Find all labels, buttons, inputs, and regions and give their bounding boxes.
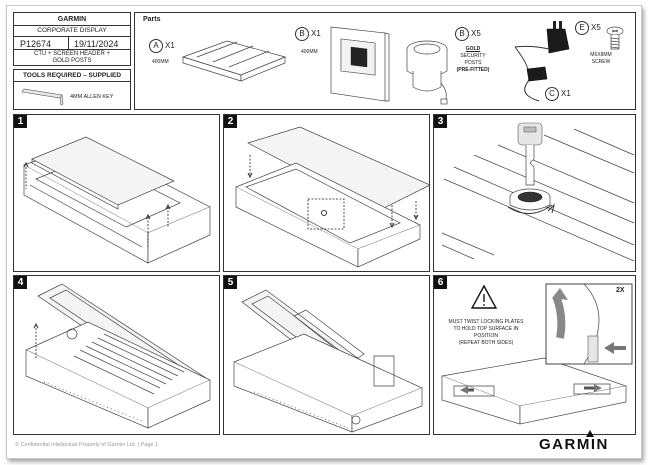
step-2-panel: 2 [223, 114, 431, 272]
step-number: 3 [434, 115, 447, 128]
step-6-note-line-4: (REPEAT BOTH SIDES) [458, 340, 514, 346]
part-number: P12674 [20, 39, 52, 49]
screw-label: SCREW [591, 59, 611, 65]
instruction-sheet: GARMIN CORPORATE DISPLAY P12674 19/11/20… [6, 5, 642, 459]
project-name: CORPORATE DISPLAY [37, 27, 107, 34]
step-number: 1 [14, 115, 27, 128]
step-1-panel: 1 [13, 114, 220, 272]
part-letter-b-posts: B [455, 27, 469, 41]
part-b-screen-qty: X1 [311, 29, 321, 38]
part-a-qty: X1 [165, 41, 175, 50]
parts-block: Parts A X1 400MM [134, 12, 636, 110]
part-letter-c: C [545, 87, 559, 101]
step-5-illustration [233, 289, 423, 433]
part-c-qty: X1 [561, 89, 571, 98]
part-letter-a: A [149, 39, 163, 53]
step-6-panel: 6 MUST TWIST LOCKING PLATES TO HOLD TOP … [433, 275, 636, 435]
footer-logo: GARMIN [539, 436, 609, 453]
step-number: 5 [224, 276, 237, 289]
step-number: 2 [224, 115, 237, 128]
tools-heading: TOOLS REQUIRED – SUPPLIED [22, 72, 122, 79]
prefitted-label: (PRE-FITTED) [456, 67, 490, 73]
step-6-note-line-2: TO HOLD TOP SURFACE IN [453, 326, 519, 332]
step-4-panel: 4 [13, 275, 220, 435]
security-label: SECURITY [460, 53, 486, 59]
tools-block: TOOLS REQUIRED – SUPPLIED 4MM ALLEN KEY [13, 69, 131, 110]
part-b-posts-qty: X5 [471, 29, 481, 38]
step-5-panel: 5 [223, 275, 430, 435]
gold-label: GOLD [465, 46, 481, 52]
step-2-illustration [235, 126, 431, 268]
confidential-notice: © Confidential Intellectual Property of … [15, 442, 159, 448]
step-3-illustration [441, 122, 635, 262]
parts-heading: Parts [143, 16, 161, 23]
part-letter-b-screen: B [295, 27, 309, 41]
description-line-2: GOLD POSTS [52, 58, 92, 64]
part-letter-e: E [575, 21, 589, 35]
step-4-illustration [25, 283, 211, 429]
allen-key-icon [21, 88, 64, 106]
title-block: GARMIN CORPORATE DISPLAY P12674 19/11/20… [13, 12, 131, 66]
tool-item: 4MM ALLEN KEY [70, 94, 114, 100]
parts-illustrations [181, 21, 624, 105]
brand-name: GARMIN [57, 16, 87, 23]
screw-size: M6X8MM [590, 52, 612, 58]
step-3-panel: 3 [433, 114, 636, 272]
step-number: 4 [14, 276, 27, 289]
step-1-illustration [23, 136, 211, 264]
step-6-note-line-1: MUST TWIST LOCKING PLATES [448, 319, 524, 325]
step-6-note-line-3: POSITION [474, 333, 498, 339]
document-date: 19/11/2024 [74, 39, 119, 49]
description-line-1: CTU + SCREEN HEADER + [33, 51, 111, 57]
part-a-caption: 400MM [152, 59, 169, 65]
footer-logo-mark [586, 430, 594, 437]
posts-label: POSTS [464, 60, 482, 66]
part-e-qty: X5 [591, 23, 601, 32]
step-number: 6 [434, 276, 447, 289]
callout-2x: 2X [616, 287, 625, 294]
part-b-screen-caption: 400MM [301, 49, 318, 55]
step-6-illustration [440, 283, 633, 425]
